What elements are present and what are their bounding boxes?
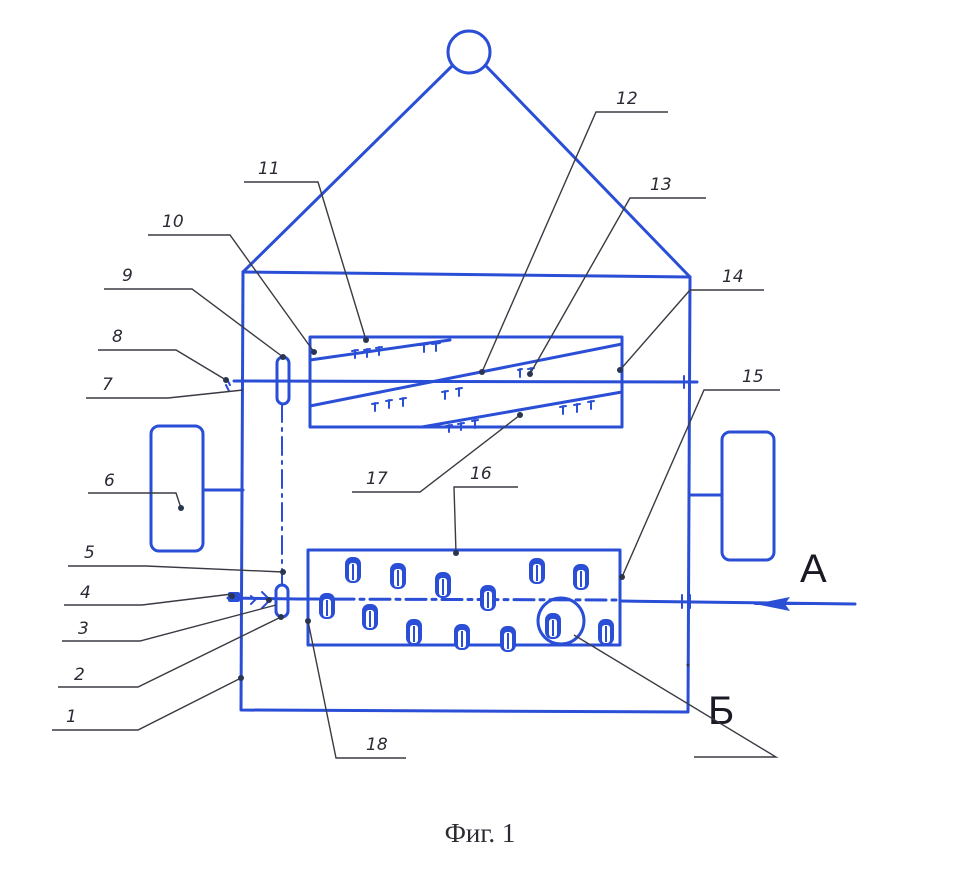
callout-8: 8 [112, 327, 123, 347]
callout-14: 14 [722, 267, 744, 287]
figure-caption: Фиг. 1 [444, 818, 516, 848]
view-arrow-a: А [754, 547, 827, 611]
callout-13: 13 [650, 175, 672, 195]
auger-tines [351, 342, 595, 433]
callout-2: 2 [74, 665, 85, 685]
drum-cams [319, 557, 614, 652]
callout-12: 12 [616, 89, 638, 109]
callout-6: 6 [104, 471, 115, 491]
callout-5: 5 [84, 543, 95, 563]
callout-17: 17 [366, 469, 388, 489]
callout-15: 15 [742, 367, 764, 387]
view-label-a: А [800, 547, 827, 591]
hitch-frame [241, 29, 692, 279]
wheel-right [688, 430, 776, 562]
callout-4: 4 [80, 583, 91, 603]
view-label-b: Б [708, 689, 734, 733]
wheel-left [149, 424, 245, 553]
callout-18: 18 [366, 735, 388, 755]
callout-1: 1 [66, 707, 77, 727]
callout-numbers: 1 2 3 4 5 6 7 8 9 10 11 12 13 14 15 16 1… [66, 89, 764, 755]
leader-lines [52, 111, 780, 759]
upper-drum [225, 335, 699, 433]
callout-3: 3 [78, 619, 89, 639]
callout-16: 16 [470, 464, 492, 484]
callout-10: 10 [162, 212, 184, 232]
chain-drive [274, 355, 291, 619]
callout-9: 9 [122, 266, 133, 286]
callout-11: 11 [258, 159, 280, 179]
callout-7: 7 [102, 375, 113, 395]
